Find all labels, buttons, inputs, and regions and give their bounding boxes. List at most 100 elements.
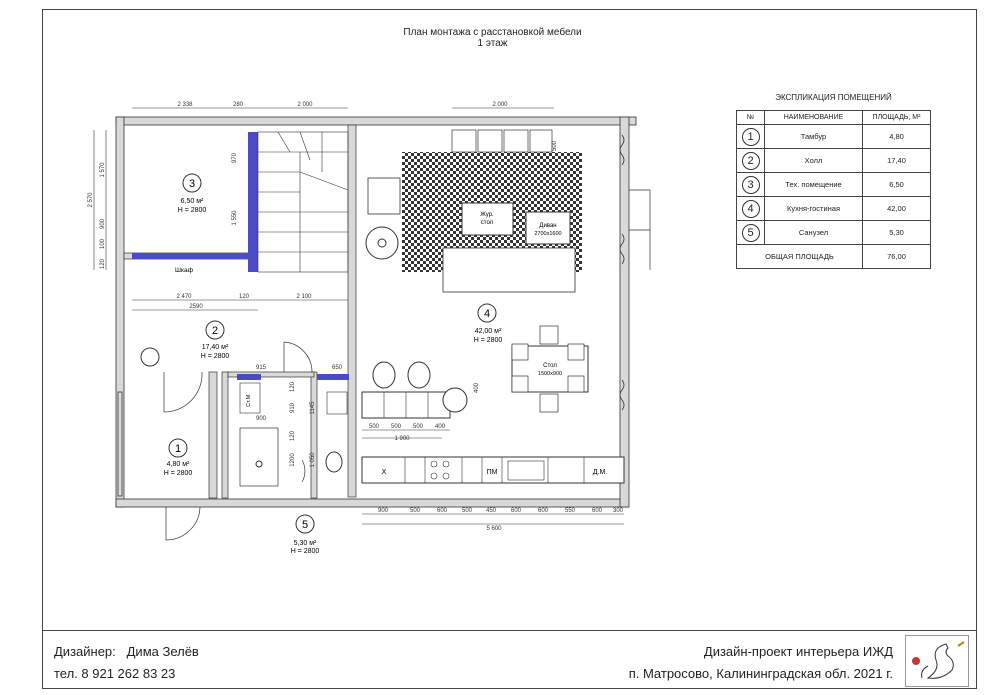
svg-text:1 900: 1 900 <box>394 436 410 442</box>
wardrobe-label: Шкаф <box>175 267 194 274</box>
svg-text:2590: 2590 <box>189 304 203 310</box>
svg-text:17,40 м²: 17,40 м² <box>202 344 229 351</box>
svg-text:6,50 м²: 6,50 м² <box>181 198 204 205</box>
svg-text:2 570: 2 570 <box>88 192 94 208</box>
svg-text:500: 500 <box>391 424 402 430</box>
cooktop <box>430 460 450 480</box>
svg-text:Н = 2800: Н = 2800 <box>474 337 503 344</box>
svg-text:400: 400 <box>435 424 446 430</box>
title-block: Дизайнер: Дима Зелёв тел. 8 921 262 83 2… <box>42 630 977 689</box>
table-row: 5 Санузел 5,30 <box>736 220 931 245</box>
room-2-marker: 2 17,40 м² Н = 2800 <box>201 320 229 360</box>
svg-text:42,00 м²: 42,00 м² <box>475 328 502 335</box>
sofa-label-1: Диван <box>539 223 556 229</box>
svg-text:5,30 м²: 5,30 м² <box>294 540 317 547</box>
table-row: 3 Тех. помещение 6,50 <box>736 172 931 197</box>
room-1-marker: 1 4,80 м² Н = 2800 <box>164 438 193 477</box>
shower-tray <box>239 427 279 487</box>
svg-text:1 570: 1 570 <box>100 162 106 178</box>
svg-text:Н = 2800: Н = 2800 <box>178 207 207 214</box>
svg-text:2 338: 2 338 <box>177 102 193 108</box>
svg-text:500: 500 <box>413 424 424 430</box>
table-total-row: ОБЩАЯ ПЛОЩАДЬ 76,00 <box>736 244 931 269</box>
svg-text:450: 450 <box>486 508 497 514</box>
explication-panel: ЭКСПЛИКАЦИЯ ПОМЕЩЕНИЙ № НАИМЕНОВАНИЕ ПЛО… <box>736 93 931 269</box>
dimension-lines <box>93 107 624 525</box>
svg-text:2 470: 2 470 <box>176 294 192 300</box>
coffee-table-label-2: стол <box>481 220 494 226</box>
exterior-walls <box>115 116 637 508</box>
sofa-label-box <box>525 211 571 245</box>
doors <box>163 189 651 541</box>
svg-text:120: 120 <box>239 294 250 300</box>
project-title: Дизайн-проект интерьера ИЖД <box>703 644 893 659</box>
bar-stools <box>372 361 468 413</box>
svg-text:910: 910 <box>290 402 296 413</box>
svg-text:650: 650 <box>332 365 343 371</box>
designer-info: Дизайнер: Дима Зелёв тел. 8 921 262 83 2… <box>54 641 199 685</box>
plan-title: План монтажа с расстановкой мебели <box>403 27 582 38</box>
armchair <box>367 177 401 215</box>
drawing-sheet <box>42 9 977 689</box>
svg-text:3: 3 <box>189 178 195 190</box>
svg-text:Н = 2800: Н = 2800 <box>291 548 320 555</box>
svg-text:120: 120 <box>100 258 106 269</box>
svg-text:1200: 1200 <box>290 453 296 467</box>
kitchen-counter <box>361 456 625 484</box>
svg-text:2 000: 2 000 <box>492 102 508 108</box>
svg-text:120: 120 <box>290 381 296 392</box>
svg-text:900: 900 <box>100 218 106 229</box>
svg-text:1145: 1145 <box>310 401 316 415</box>
header-name: НАИМЕНОВАНИЕ <box>764 110 863 125</box>
coffee-table-label-1: Жур. <box>480 212 494 218</box>
svg-text:970: 970 <box>232 152 238 163</box>
svg-text:400: 400 <box>474 382 480 393</box>
table-row: 4 Кухня-гостиная 42,00 <box>736 196 931 221</box>
coffee-table <box>461 202 514 236</box>
svg-text:2 100: 2 100 <box>296 294 312 300</box>
header-num: № <box>736 110 765 125</box>
dining-table-label-2: 1500х900 <box>538 371 562 377</box>
svg-text:500: 500 <box>410 508 421 514</box>
svg-text:600: 600 <box>437 508 448 514</box>
svg-text:Н = 2800: Н = 2800 <box>164 470 193 477</box>
hall-round-object <box>140 347 160 367</box>
dishwasher-label: ПМ <box>487 469 498 476</box>
header-area: ПЛОЩАДЬ, М² <box>862 110 931 125</box>
swan-logo-icon <box>905 635 969 687</box>
svg-text:600: 600 <box>538 508 549 514</box>
svg-text:600: 600 <box>592 508 603 514</box>
table-row: 2 Холл 17,40 <box>736 148 931 173</box>
room-5-marker: 5 5,30 м² Н = 2800 <box>291 514 320 555</box>
project-location: п. Матросово, Калининградская обл. 2021 … <box>628 666 893 681</box>
dimension-labels: 2 338 280 2 000 2 000 1 570 2 570 900 10… <box>88 102 624 532</box>
designer-phone: тел. 8 921 262 83 23 <box>54 666 176 681</box>
plan-subtitle: 1 этаж <box>477 38 508 49</box>
designer-name: Дима Зелёв <box>126 644 199 659</box>
svg-text:500: 500 <box>369 424 380 430</box>
svg-text:2 000: 2 000 <box>297 102 313 108</box>
kitchen-x-label: Х <box>382 469 387 476</box>
svg-text:4,80 м²: 4,80 м² <box>167 461 190 468</box>
accent-walls <box>132 132 349 380</box>
windows <box>117 134 625 497</box>
washer <box>239 382 261 414</box>
svg-text:300: 300 <box>613 508 624 514</box>
svg-text:280: 280 <box>233 102 244 108</box>
svg-text:600: 600 <box>511 508 522 514</box>
project-info: Дизайн-проект интерьера ИЖД п. Матросово… <box>629 641 893 685</box>
dm-label: Д.М. <box>593 469 608 476</box>
sofa-back-cushions <box>451 129 553 153</box>
bathroom-sink <box>326 391 348 415</box>
room-4-marker: 4 42,00 м² Н = 2800 <box>474 303 503 344</box>
explication-table: № НАИМЕНОВАНИЕ ПЛОЩАДЬ, М² 1 Тамбур 4,80… <box>736 110 931 269</box>
room-3-marker: 3 6,50 м² Н = 2800 <box>178 173 207 214</box>
kitchen-sink <box>507 460 545 481</box>
svg-text:1 550: 1 550 <box>232 210 238 226</box>
table-row: 1 Тамбур 4,80 <box>736 124 931 149</box>
sofa-label-2: 2700х1600 <box>534 231 561 237</box>
svg-text:5 600: 5 600 <box>486 526 502 532</box>
svg-text:550: 550 <box>565 508 576 514</box>
svg-text:100: 100 <box>100 238 106 249</box>
